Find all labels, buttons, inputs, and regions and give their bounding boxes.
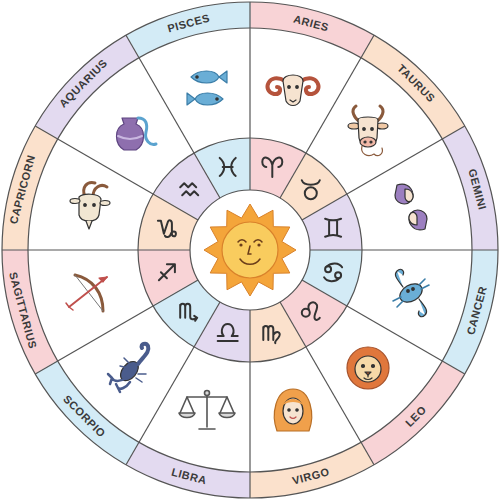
sign-name: LEO xyxy=(403,403,429,429)
sign-name: PISCES xyxy=(167,11,212,35)
sign-name: SCORPIO xyxy=(60,392,108,440)
sign-name: TAURUS xyxy=(395,62,438,105)
sign-name: LIBRA xyxy=(170,466,208,488)
sign-name: GEMINI xyxy=(465,167,488,211)
sign-name: VIRGO xyxy=(291,466,331,488)
sign-name: AQUARIUS xyxy=(57,57,111,111)
sign-name: ARIES xyxy=(292,12,330,34)
sign-name: CANCER xyxy=(464,285,490,337)
sign-name: SAGITTARIUS xyxy=(6,271,39,351)
sign-name: CAPRICORN xyxy=(8,153,39,225)
